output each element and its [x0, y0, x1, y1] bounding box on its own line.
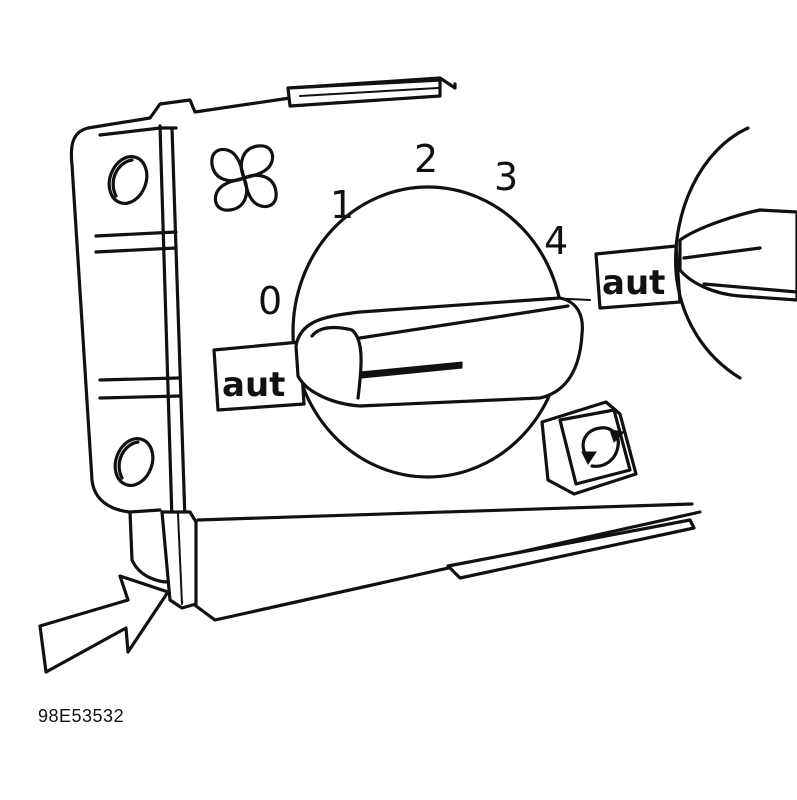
- fan-speed-knob[interactable]: [294, 296, 591, 408]
- dial-label-4: 4: [544, 219, 568, 263]
- dial-label-3: 3: [494, 155, 518, 199]
- dial-label-0: 0: [258, 279, 282, 323]
- auto-badge-right: aut: [594, 244, 682, 310]
- dial-scale: 0 1 2 3 4: [258, 137, 568, 323]
- arrow-pointer-icon: [38, 574, 170, 674]
- figure-id: 98E53532: [38, 706, 125, 726]
- recirculation-button[interactable]: [540, 400, 638, 496]
- recirculation-icon: [581, 426, 626, 468]
- temperature-dial-partial: [674, 126, 797, 380]
- panel-housing: [69, 76, 702, 622]
- dial-label-2: 2: [414, 137, 438, 181]
- auto-badge-left-text: aut: [222, 365, 285, 405]
- fan-icon: [210, 144, 278, 212]
- auto-badge-left: aut: [212, 340, 306, 412]
- auto-badge-right-text: aut: [602, 263, 665, 303]
